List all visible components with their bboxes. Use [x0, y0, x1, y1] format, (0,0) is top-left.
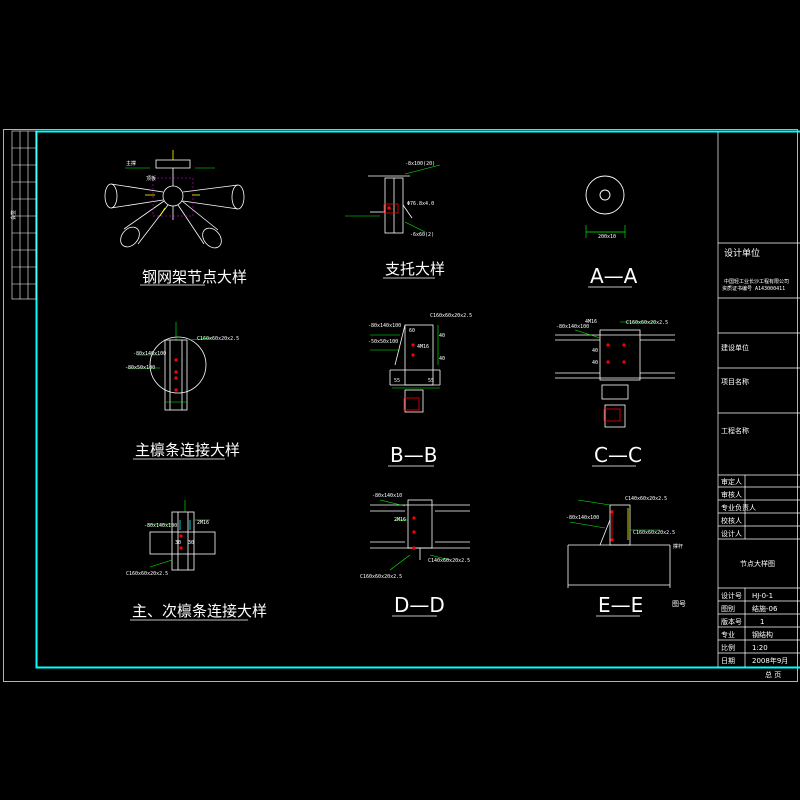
detail-7-callout-2: C160x60x20x2.5: [126, 571, 168, 577]
detail-5-callout-2: -50x50x100: [368, 339, 398, 345]
detail-6-callout-1: C160x60x20x2.5: [626, 320, 668, 326]
tb-field-0-value: HJ-0-1: [752, 592, 773, 600]
tb-company-line1: 中国轻工业长沙工程有限公司: [724, 278, 789, 285]
detail-8-title: D—D: [394, 593, 445, 617]
detail-2-callout-0: -8x100(20): [405, 161, 435, 167]
detail-4-graphic: C160x60x20x2.5 -80x140x100 -80x50x100: [125, 322, 239, 411]
tb-field-5-value: 2008年9月: [752, 656, 788, 665]
detail-6-dim-0: 40: [592, 348, 598, 354]
tb-field-5-label: 日期: [721, 657, 735, 665]
detail-6-graphic: 4M16 C160x60x20x2.5 -80x140x100 40 40: [555, 319, 675, 428]
detail-4-callout-0: C160x60x20x2.5: [197, 336, 239, 342]
tb-role-4: 设计人: [721, 529, 742, 538]
detail-2-callout-2: -6x60(2): [410, 232, 434, 238]
tb-page-note: 总 页: [765, 670, 781, 679]
tb-project-name: 项目名称: [721, 377, 749, 386]
detail-4-callout-1: -80x140x100: [133, 351, 166, 357]
detail-7-callout-0: -80x140x100: [144, 523, 177, 529]
detail-1-callout-1: 主撑: [126, 160, 136, 167]
detail-8-graphic: -80x140x10 2M16 C160x60x20x2.5 C140x60x2…: [360, 493, 470, 580]
tb-role-0: 审定人: [721, 477, 742, 486]
detail-5-title: B—B: [390, 443, 437, 467]
detail-3-title: A—A: [590, 264, 638, 288]
detail-3-graphic: 200x10: [585, 175, 626, 240]
detail-1-title: 钢网架节点大样: [142, 268, 247, 286]
detail-9-title: E—E: [598, 593, 643, 617]
tb-role-3: 校核人: [721, 516, 742, 525]
detail-4-title: 主檩条连接大样: [135, 441, 240, 459]
inner-border: [35, 130, 800, 669]
tb-field-3-value: 钢结构: [752, 630, 773, 639]
tb-role-2: 专业负责人: [721, 503, 756, 512]
detail-7-dim-0: 30: [175, 540, 181, 546]
detail-8-callout-0: -80x140x10: [372, 493, 402, 499]
detail-9-callout-1: -80x140x100: [566, 515, 599, 521]
detail-6-dim-1: 40: [592, 360, 598, 366]
detail-5-dim-5: 55: [428, 378, 434, 384]
detail-6-callout-2: -80x140x100: [556, 324, 589, 330]
detail-5-dim-4: 55: [394, 378, 400, 384]
detail-8-callout-1: 2M16: [394, 517, 406, 523]
detail-3-dim-0: 200x10: [598, 234, 616, 240]
tb-field-3-label: 专业: [721, 630, 735, 639]
tb-field-1-label: 图别: [721, 604, 735, 613]
detail-2-title: 支托大样: [385, 260, 445, 278]
detail-5-callout-0: C160x60x20x2.5: [430, 313, 472, 319]
detail-1-graphic: 顶板 主撑: [104, 150, 245, 249]
tb-role-1: 审核人: [721, 490, 742, 499]
side-strip-label: 会签: [10, 210, 17, 220]
tb-field-2-value: 1: [760, 618, 764, 626]
detail-7-graphic: -80x140x100 2M16 C160x60x20x2.5 30 30: [126, 500, 216, 577]
outer-border: [3, 129, 798, 682]
detail-9-callout-0: C140x60x20x2.5: [625, 496, 667, 502]
detail-8-callout-2: C160x60x20x2.5: [360, 574, 402, 580]
title-block: [717, 132, 800, 667]
tb-company-line2: 资质证书编号 A143000411: [722, 285, 785, 292]
detail-6-title: C—C: [594, 443, 642, 467]
detail-5-dim-0: 60: [409, 328, 415, 334]
tb-field-0-label: 设计号: [721, 591, 742, 600]
tb-field-4-label: 比例: [721, 643, 735, 652]
detail-8-callout-3: C140x60x20x2.5: [428, 558, 470, 564]
left-signature-strip: [11, 130, 37, 300]
detail-5-callout-1: -80x140x100: [368, 323, 401, 329]
tb-sub-project: 工程名称: [721, 426, 749, 435]
tb-design-unit: 设计单位: [724, 247, 760, 259]
detail-7-callout-1: 2M16: [197, 520, 209, 526]
detail-2-callout-1: Φ76.8x4.0: [407, 201, 434, 207]
tb-stamp-label: 图号: [672, 600, 686, 608]
tb-field-1-value: 结施-06: [752, 604, 778, 613]
detail-9-callout-2: C160x60x20x2.5: [633, 530, 675, 536]
detail-5-dim-3: 40: [439, 356, 445, 362]
detail-9-label: 撑杆: [673, 543, 683, 550]
detail-5-dim-2: 40: [439, 333, 445, 339]
tb-field-2-label: 版本号: [721, 617, 742, 626]
detail-5-dim-1: 4M16: [417, 344, 429, 350]
detail-7-dim-1: 30: [188, 540, 194, 546]
tb-drawing-name: 节点大样图: [740, 559, 775, 568]
tb-field-4-value: 1:20: [752, 644, 768, 652]
detail-9-graphic: C140x60x20x2.5 -80x140x100 C160x60x20x2.…: [566, 496, 683, 588]
detail-7-title: 主、次檩条连接大样: [132, 602, 267, 620]
detail-2-graphic: -8x100(20) Φ76.8x4.0 -6x60(2): [345, 161, 441, 238]
detail-4-callout-2: -80x50x100: [125, 365, 155, 371]
tb-build-unit: 建设单位: [721, 343, 749, 352]
detail-1-callout-0: 顶板: [146, 175, 156, 182]
detail-6-callout-0: 4M16: [585, 319, 597, 325]
detail-5-graphic: C160x60x20x2.5 -80x140x100 -50x50x100 60…: [368, 313, 472, 413]
